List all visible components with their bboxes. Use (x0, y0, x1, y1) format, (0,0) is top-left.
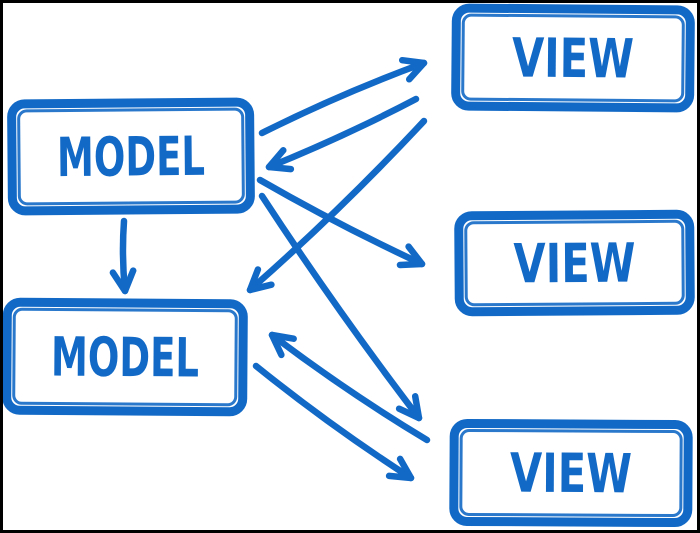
arrow-head (246, 266, 275, 294)
arrow-head (109, 267, 137, 295)
view-middle-label: VIEW (513, 232, 635, 296)
arrow-model-top-to-view-middle (256, 176, 426, 269)
box-outline-inner (17, 107, 245, 206)
box-outline-inner (459, 428, 683, 518)
box-outline-outer (2, 297, 248, 417)
arrow-line (246, 117, 428, 294)
arrow-line (258, 192, 423, 422)
box-outline-outer (449, 418, 693, 528)
arrow-head (396, 243, 426, 269)
box-model-bottom: MODEL (2, 297, 248, 417)
arrow-model-top-to-model-bottom (109, 217, 137, 295)
box-outline-inner (464, 219, 685, 307)
box-view-bottom: VIEW (449, 418, 693, 528)
arrow-model-bottom-to-view-bottom (252, 362, 415, 482)
box-outline-inner (12, 307, 238, 407)
arrow-head (385, 455, 415, 482)
box-outline-outer (451, 3, 695, 113)
arrow-head (265, 147, 295, 173)
arrow-line (268, 331, 431, 444)
box-model-top: MODEL (7, 97, 255, 216)
arrow-model-top-to-view-bottom (258, 192, 423, 422)
arrow-line (265, 95, 420, 171)
arrow-line (258, 59, 428, 137)
view-bottom-label: VIEW (510, 442, 632, 506)
box-outline-outer (454, 209, 695, 317)
box-view-middle: VIEW (454, 209, 695, 317)
arrow-head (268, 331, 297, 359)
box-outline-inner (461, 13, 685, 103)
arrow-line (252, 362, 415, 482)
arrow-head (398, 56, 428, 83)
model-top-label: MODEL (57, 125, 206, 189)
arrow-model-top-to-view-top (258, 56, 428, 137)
arrow-view-top-to-model-bottom (246, 117, 428, 294)
arrow-view-top-to-model-top (265, 95, 420, 173)
arrow-line (256, 176, 426, 268)
box-view-top: VIEW (451, 3, 695, 113)
box-outline-outer (7, 97, 255, 216)
arrow-line (119, 217, 129, 295)
arrow-view-bottom-to-model-bottom (268, 331, 431, 444)
arrow-head (395, 393, 423, 422)
view-top-label: VIEW (512, 26, 635, 90)
model-bottom-label: MODEL (51, 325, 199, 389)
